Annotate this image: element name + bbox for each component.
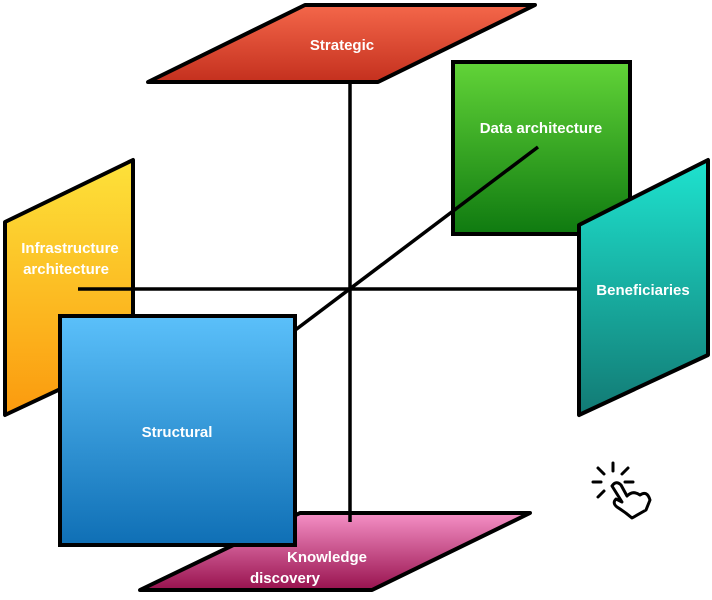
infrastructure-label-line1: Infrastructure [21,240,119,257]
infrastructure-label-line2: architecture [23,261,109,278]
data-architecture-label: Data architecture [480,120,603,137]
knowledge-label-line2: discovery [250,570,321,587]
strategic-plane: Strategic [146,3,537,84]
tap-hand-icon[interactable] [591,461,652,520]
structural-plane: Structural [58,314,297,547]
depth-axis [288,145,540,336]
beneficiaries-label: Beneficiaries [596,282,689,299]
axes [78,82,580,522]
strategic-label: Strategic [310,37,374,54]
beneficiaries-plane: Beneficiaries [577,158,710,417]
data-architecture-plane: Data architecture [451,60,632,236]
structural-label: Structural [142,424,213,441]
knowledge-label-line1: Knowledge [287,549,367,566]
knowledge-discovery-plane [138,511,532,592]
